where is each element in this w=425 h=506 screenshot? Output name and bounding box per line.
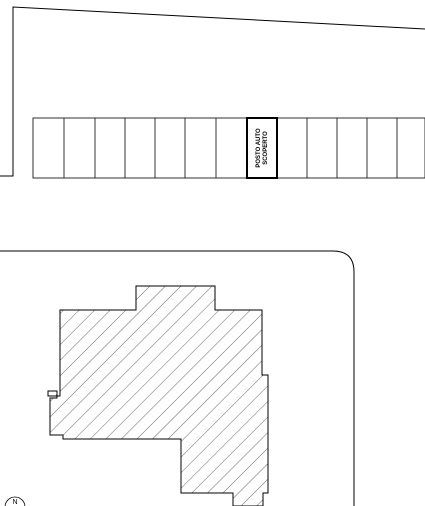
parking-slot-label: POSTO AUTO SCOPERTO [256, 128, 269, 168]
curb-line [0, 250, 355, 506]
parking-row: POSTO AUTO SCOPERTO [32, 117, 425, 179]
lot-boundary [0, 6, 425, 177]
slot-label-line1: POSTO AUTO [256, 128, 262, 168]
parking-strip [32, 117, 425, 179]
north-arrow-letter: N [12, 499, 17, 506]
north-arrow-circle [4, 496, 26, 506]
slot-label-line2: SCOPERTO [263, 131, 269, 165]
north-arrow: N [4, 496, 26, 506]
highlighted-parking-slot[interactable] [246, 117, 278, 179]
building-footprint [47, 285, 269, 506]
building-outline [47, 285, 269, 506]
